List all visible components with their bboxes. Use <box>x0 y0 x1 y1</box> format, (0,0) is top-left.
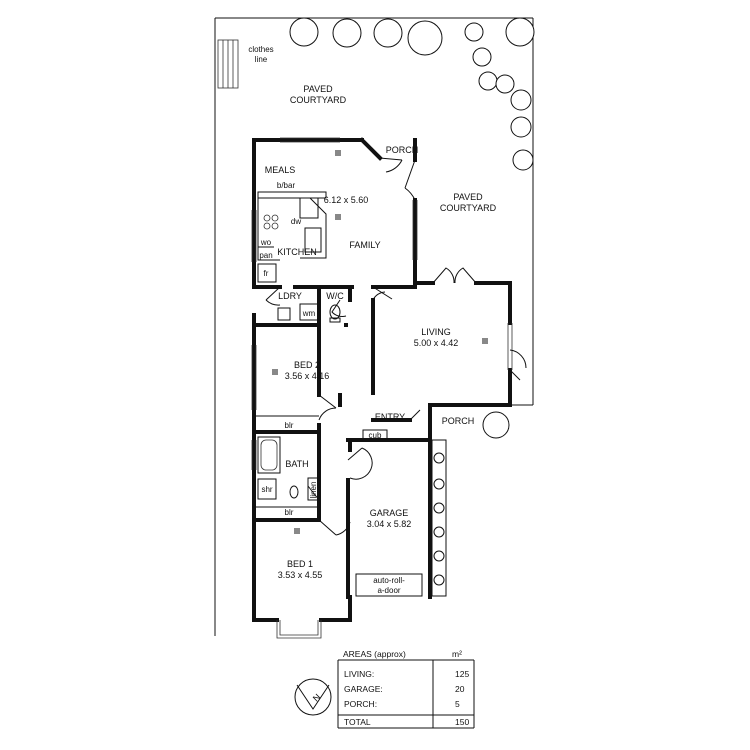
cupboard-label: cub <box>369 431 382 440</box>
pantry-label: pan <box>259 251 272 260</box>
garage-side-fence <box>431 439 447 597</box>
light-marker-bed1 <box>294 528 300 534</box>
trees <box>289 17 535 439</box>
light-marker-bed2 <box>272 369 278 375</box>
areas-total-value: 150 <box>455 717 469 727</box>
bed2-robe-label: blr <box>285 421 294 430</box>
areas-total-label: TOTAL <box>344 717 371 727</box>
kitchen-label: KITCHEN <box>277 247 317 257</box>
bbar-label: b/bar <box>277 181 296 190</box>
kitchen-fittings <box>257 191 327 283</box>
shower-label: shr <box>261 485 272 494</box>
doors <box>265 157 527 536</box>
wall-oven-label: wo <box>260 238 272 247</box>
areas-row-value: 20 <box>455 684 465 694</box>
courtyard-top-label-2: COURTYARD <box>290 95 347 105</box>
meals-label: MEALS <box>265 165 296 175</box>
garage-size-label: 3.04 x 5.82 <box>367 519 412 529</box>
laundry-label: LDRY <box>278 291 302 301</box>
porch-top-label: PORCH <box>386 145 419 155</box>
courtyard-right-label: PAVED <box>453 192 483 202</box>
light-marker-family <box>335 214 341 220</box>
areas-row-label: PORCH: <box>344 699 377 709</box>
property-boundary <box>214 17 534 636</box>
interior-walls <box>252 285 432 522</box>
areas-row-label: LIVING: <box>344 669 374 679</box>
clothes-line-label: clothes <box>248 45 273 54</box>
areas-row-label: GARAGE: <box>344 684 383 694</box>
dishwasher-label: dw <box>291 217 301 226</box>
bath-fittings <box>257 436 319 501</box>
areas-row-value: 5 <box>455 699 460 709</box>
garage-label: GARAGE <box>370 508 409 518</box>
bed1-robe-label: blr <box>285 508 294 517</box>
bed1-label: BED 1 <box>287 559 313 569</box>
auto-door-label: auto-roll- <box>373 576 405 585</box>
bed2-label: BED 2 <box>294 360 320 370</box>
areas-row-value: 125 <box>455 669 469 679</box>
bath-label: BATH <box>285 459 308 469</box>
areas-table: AREAS (approx) m² LIVING: 125 GARAGE: 20… <box>337 649 475 729</box>
family-size-label: 6.12 x 5.60 <box>324 195 369 205</box>
courtyard-top-label: PAVED <box>303 84 333 94</box>
auto-door-label-2: a-door <box>377 586 400 595</box>
clothes-line-label-2: line <box>255 55 268 64</box>
bed2-size-label: 3.56 x 4.16 <box>285 371 330 381</box>
areas-title: AREAS (approx) <box>343 649 406 659</box>
north-compass-icon: N <box>294 678 332 716</box>
exterior-walls <box>252 137 512 622</box>
living-size-label: 5.00 x 4.42 <box>414 338 459 348</box>
bed1-size-label: 3.53 x 4.55 <box>278 570 323 580</box>
windows <box>251 137 513 639</box>
courtyard-right-label-2: COURTYARD <box>440 203 497 213</box>
wc-label: W/C <box>326 291 344 301</box>
clothes-line: clothes line <box>217 39 274 89</box>
light-marker-meals <box>335 150 341 156</box>
areas-unit: m² <box>452 649 462 659</box>
washing-machine-label: wm <box>302 309 316 318</box>
entry-label: ENTRY <box>375 412 405 422</box>
living-label: LIVING <box>421 327 451 337</box>
light-marker-living <box>482 338 488 344</box>
laundry-fittings <box>277 303 341 323</box>
linen-label: linen <box>309 482 318 499</box>
porch-entry-label: PORCH <box>442 416 475 426</box>
fridge-label: fr <box>264 269 269 278</box>
compass-letter: N <box>311 692 323 704</box>
family-label: FAMILY <box>349 240 380 250</box>
